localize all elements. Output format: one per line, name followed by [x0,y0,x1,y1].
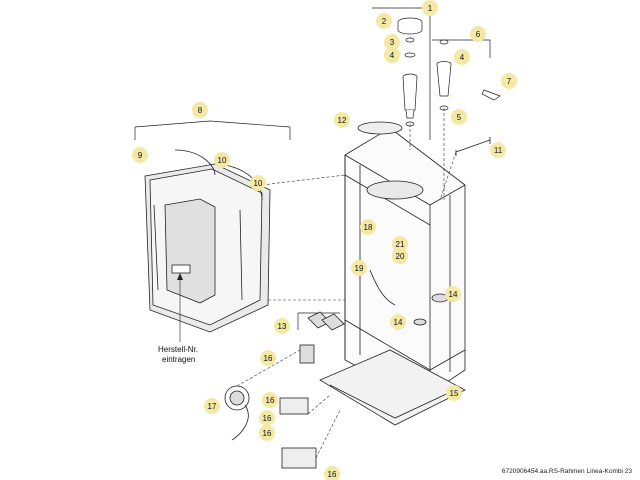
part-number-label: 10 [218,156,227,165]
callout-bubble [214,152,230,168]
callout-bubble [445,286,461,302]
callout-bubble [490,142,506,158]
pipe-assembly-left [397,17,423,127]
callout-bubble [324,466,340,480]
annotation-line-1: Herstell-Nr. [158,345,198,354]
callout-bubble [392,248,408,264]
part-number-label: 4 [390,51,395,60]
callout-bubble [470,26,486,42]
callout-bubble [446,385,462,401]
clip-part-11 [455,137,491,156]
annotation-arrow [177,273,183,280]
callout-bubble [259,425,275,441]
part-number-label: 16 [264,354,273,363]
part-number-label: 12 [338,116,347,125]
part-number-label: 21 [396,240,405,249]
callout-bubble [204,398,220,414]
callout-bubble [192,102,208,118]
part-number-label: 10 [254,179,263,188]
part-number-label: 9 [138,151,143,160]
callout-bubble [351,260,367,276]
callouts: 1234564578910101112131414151616161616171… [132,0,517,480]
boiler-frame [319,121,466,426]
callout-bubble [451,109,467,125]
callout-bubble [334,112,350,128]
callout-bubble [259,410,275,426]
front-cover [144,149,271,333]
part-number-label: 11 [494,146,503,155]
callout-bubble [274,318,290,334]
part-number-label: 16 [263,414,272,423]
part-number-label: 18 [364,223,373,232]
callout-bubble [390,314,406,330]
part-number-label: 6 [476,30,481,39]
part-number-label: 8 [198,106,203,115]
part-number-label: 2 [382,17,387,26]
lower-parts [224,311,345,469]
callout-bubble [384,47,400,63]
part-number-label: 16 [328,470,337,479]
part-number-label: 3 [390,38,395,47]
callout-bubble [454,49,470,65]
part-number-label: 16 [266,396,275,405]
pipe-assembly-right [436,39,501,111]
callout-bubble [360,219,376,235]
part-number-label: 5 [457,113,462,122]
part-number-label: 14 [394,318,403,327]
callout-bubble [384,34,400,50]
part-number-label: 7 [507,77,512,86]
callout-bubble [376,13,392,29]
annotation-line-2: eintragen [162,355,195,364]
callout-bubble [132,147,148,163]
part-number-label: 13 [278,322,287,331]
part-number-label: 1 [428,4,433,13]
callout-bubble [260,350,276,366]
part-number-label: 20 [396,252,405,261]
callout-bubble [262,392,278,408]
callout-bubble [501,73,517,89]
callout-bubble [422,0,438,16]
part-number-label: 15 [450,389,459,398]
dashed-leaders [236,108,457,459]
reference-code: 6720906454.aa.RS-Rahmen Linea-Kombi 23 [502,468,632,475]
part-number-label: 19 [355,264,364,273]
callout-bubble [392,236,408,252]
part-number-label: 16 [263,429,272,438]
part-number-label: 4 [460,53,465,62]
part-number-label: 17 [208,402,217,411]
part-number-label: 14 [449,290,458,299]
callout-bubble [250,175,266,191]
